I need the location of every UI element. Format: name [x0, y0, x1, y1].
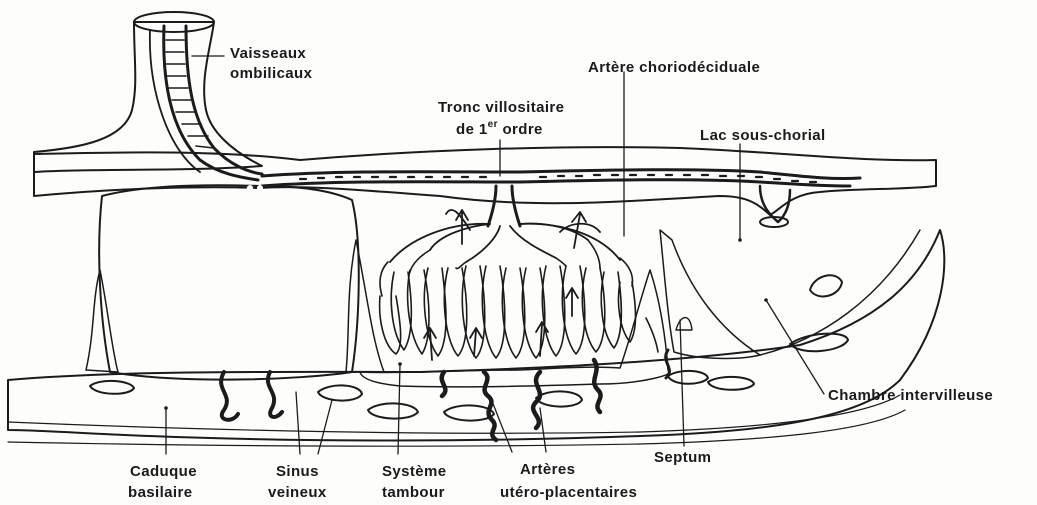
label-sinus: Sinus: [276, 463, 319, 480]
label-artere-choriodeciduale: Artère choriodéciduale: [588, 59, 760, 76]
label-veineux: veineux: [268, 484, 327, 501]
label-ombilicaux: ombilicaux: [230, 65, 313, 82]
label-tronc-villositaire: Tronc villositaire: [438, 99, 564, 116]
label-caduque: Caduque: [130, 463, 197, 480]
label-chambre-intervilleuse: Chambre intervilleuse: [828, 387, 993, 404]
label-septum: Septum: [654, 449, 711, 466]
label-vaisseaux: Vaisseaux: [230, 45, 306, 62]
label-lac-sous-chorial: Lac sous-chorial: [700, 127, 826, 144]
label-utero-placentaires: utéro-placentaires: [500, 484, 637, 501]
label-tronc-ordre: ordre: [498, 121, 543, 138]
label-systeme: Système: [382, 463, 447, 480]
label-tronc-de: de 1er ordre: [456, 119, 543, 138]
label-tambour: tambour: [382, 484, 445, 501]
label-tronc-sup: er: [488, 119, 498, 130]
label-basilaire: basilaire: [128, 484, 192, 501]
label-tronc-de-1: de 1: [456, 121, 488, 138]
label-arteres: Artères: [520, 461, 575, 478]
